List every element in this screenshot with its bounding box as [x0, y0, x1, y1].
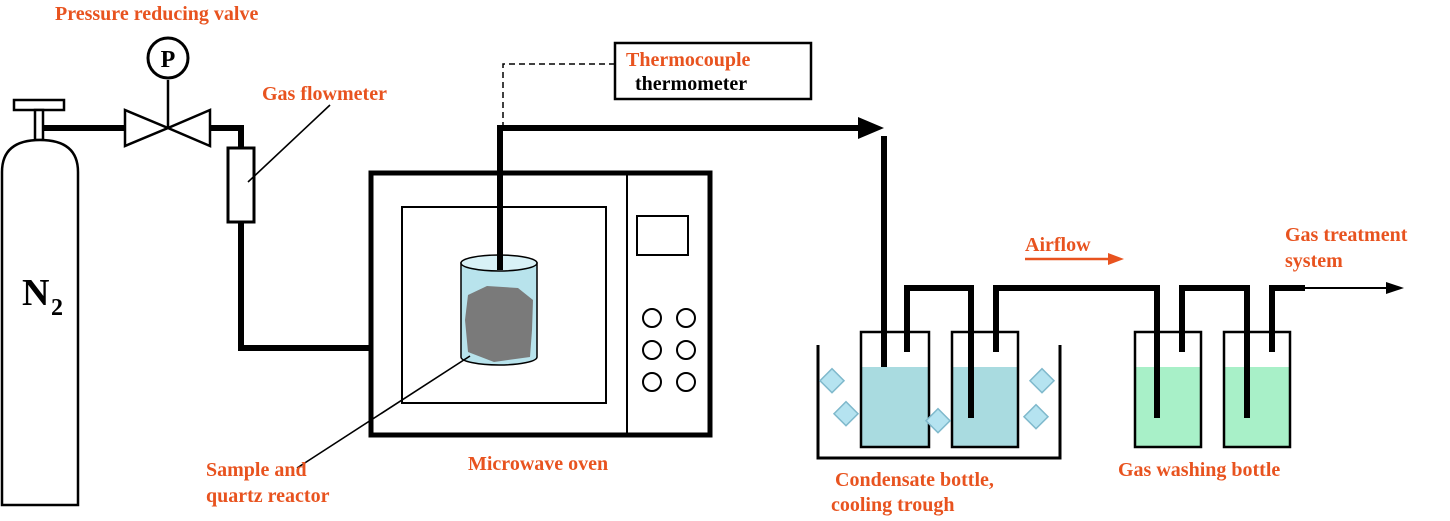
gas-washing-label: Gas washing bottle: [1118, 459, 1280, 481]
airflow-arrowhead: [1108, 253, 1124, 265]
gas-treatment-label-line2: system: [1285, 250, 1343, 272]
thermocouple-probe-line: [502, 63, 615, 126]
condensate-bottle-1: [859, 330, 931, 449]
n2-cylinder: [0, 98, 80, 507]
pressure-gauge-symbol: P: [161, 47, 176, 73]
oven-display: [636, 215, 689, 256]
pressure-reducing-valve: [123, 36, 212, 148]
microwave-oven: [368, 170, 713, 438]
ice-cubes: [818, 367, 1056, 434]
pipe-washing-1-to-2: [1179, 285, 1250, 418]
gas-flowmeter: [226, 146, 256, 224]
oven-buttons: [642, 308, 696, 392]
pressure-valve-label: Pressure reducing valve: [55, 3, 258, 25]
airflow-label: Airflow: [1025, 234, 1091, 256]
thermocouple-box: [613, 41, 813, 101]
n2-label: N: [22, 272, 49, 314]
pipe-to-gas-treatment: [1269, 285, 1305, 352]
condensate-bottle-2: [950, 330, 1020, 449]
pipe-valve-to-flowmeter: [210, 125, 244, 148]
flowmeter-label: Gas flowmeter: [262, 83, 387, 105]
thermocouple-label-line2: thermometer: [635, 73, 747, 95]
exhaust-arrowhead: [1386, 282, 1404, 294]
sample: [465, 286, 533, 362]
gas-treatment-label-line1: Gas treatment: [1285, 224, 1408, 246]
gas-washing-bottle-2: [1222, 330, 1292, 449]
gas-washing-bottle-1: [1133, 330, 1203, 449]
sample-label-line1: Sample and: [206, 459, 307, 481]
sample-leader-line: [296, 355, 471, 469]
condensate-label-line2: cooling trough: [831, 494, 955, 516]
outlet-arrowhead: [858, 117, 884, 139]
thermocouple-label-line1: Thermocouple: [626, 49, 751, 71]
pipe-condensate-to-washing: [993, 285, 1160, 418]
cooling-trough: [816, 345, 1062, 460]
pipe-condensate-1-to-2: [904, 285, 974, 418]
quartz-reactor: [460, 254, 538, 366]
flowmeter-leader-line: [247, 104, 331, 183]
microwave-oven-label: Microwave oven: [468, 453, 608, 475]
n2-subscript: 2: [51, 295, 63, 321]
condensate-label-line1: Condensate bottle,: [835, 469, 994, 491]
pipe-reactor-outlet: [497, 125, 860, 270]
sample-label-line2: quartz reactor: [206, 485, 330, 507]
